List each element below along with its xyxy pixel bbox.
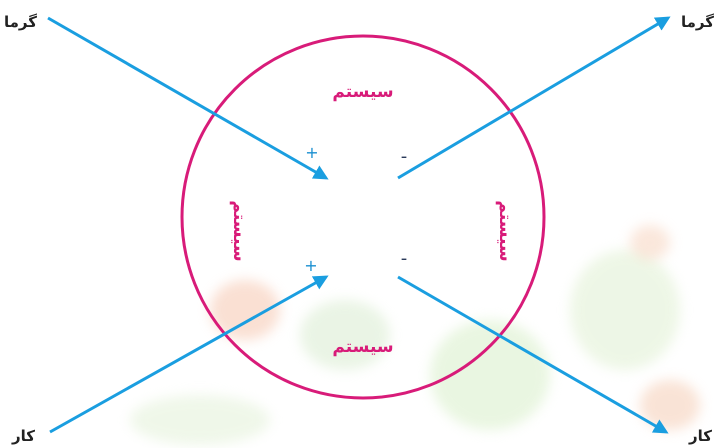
system-label-bottom: سیستم <box>332 337 393 357</box>
work-out-sign: - <box>401 248 408 269</box>
work-in-arrow <box>50 277 326 432</box>
system-label-top: سیستم <box>332 82 393 102</box>
heat-out-sign: - <box>401 146 408 167</box>
work-out-arrow <box>398 277 666 432</box>
heat-in-sign: + <box>305 143 318 162</box>
heat-out-label: گرما <box>681 13 714 31</box>
system-label-right: سیستم <box>495 200 515 261</box>
heat-in-label: گرما <box>4 13 37 31</box>
work-out-label: کار <box>688 427 712 445</box>
work-in-sign: + <box>304 256 317 275</box>
work-in-label: کار <box>11 427 35 445</box>
heat-in-arrow <box>48 18 326 178</box>
system-label-left: سیستم <box>229 200 249 261</box>
